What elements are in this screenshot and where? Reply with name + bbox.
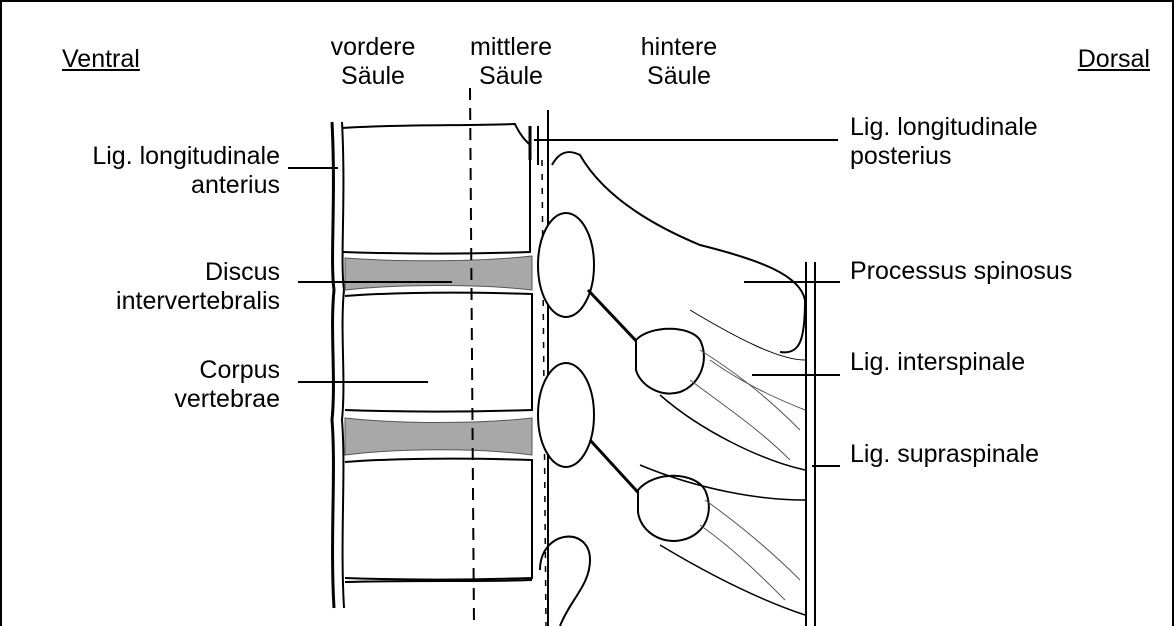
disc-2 (345, 418, 532, 455)
facet-1 (538, 213, 594, 317)
label-proc-spinosus: Processus spinosus (850, 257, 1072, 286)
vertebral-body-2 (345, 293, 532, 412)
dorsal-label: Dorsal (1050, 45, 1150, 74)
column-front-line1: vordere (318, 33, 428, 62)
vertebral-body-1 (342, 124, 530, 254)
anterior-ligament-line (332, 122, 334, 608)
label-lig-long-posterius-line2: posterius (850, 142, 1038, 171)
anterior-ligament-line-inner (342, 122, 344, 608)
column-front-line2: Säule (318, 62, 428, 91)
label-corpus: Corpus vertebrae (20, 356, 280, 414)
label-corpus-line2: vertebrae (20, 385, 280, 414)
column-back-line1: hintere (626, 33, 732, 62)
label-lig-long-posterius: Lig. longitudinale posterius (850, 113, 1038, 171)
facet-2 (538, 363, 594, 467)
label-lig-long-anterius-line1: Lig. longitudinale (20, 142, 280, 171)
column-middle-header: mittlere Säule (455, 33, 567, 91)
label-lig-interspinale: Lig. interspinale (850, 348, 1025, 377)
column-back-line2: Säule (626, 62, 732, 91)
column-front-header: vordere Säule (318, 33, 428, 91)
vertebral-body-3 (345, 459, 532, 580)
label-lig-long-posterius-line1: Lig. longitudinale (850, 113, 1038, 142)
label-discus: Discus intervertebralis (20, 258, 280, 316)
label-lig-long-anterius-line2: anterius (20, 171, 280, 200)
label-discus-line1: Discus (20, 258, 280, 287)
label-corpus-line1: Corpus (20, 356, 280, 385)
label-lig-long-anterius: Lig. longitudinale anterius (20, 142, 280, 200)
column-back-header: hintere Säule (626, 33, 732, 91)
column-middle-line2: Säule (455, 62, 567, 91)
column-middle-line1: mittlere (455, 33, 567, 62)
disc-1 (345, 256, 532, 290)
articular-process-1 (636, 329, 704, 394)
label-lig-supraspinale: Lig. supraspinale (850, 440, 1039, 469)
label-discus-line2: intervertebralis (20, 287, 280, 316)
front-middle-divider (470, 88, 474, 626)
ventral-label: Ventral (62, 45, 140, 74)
